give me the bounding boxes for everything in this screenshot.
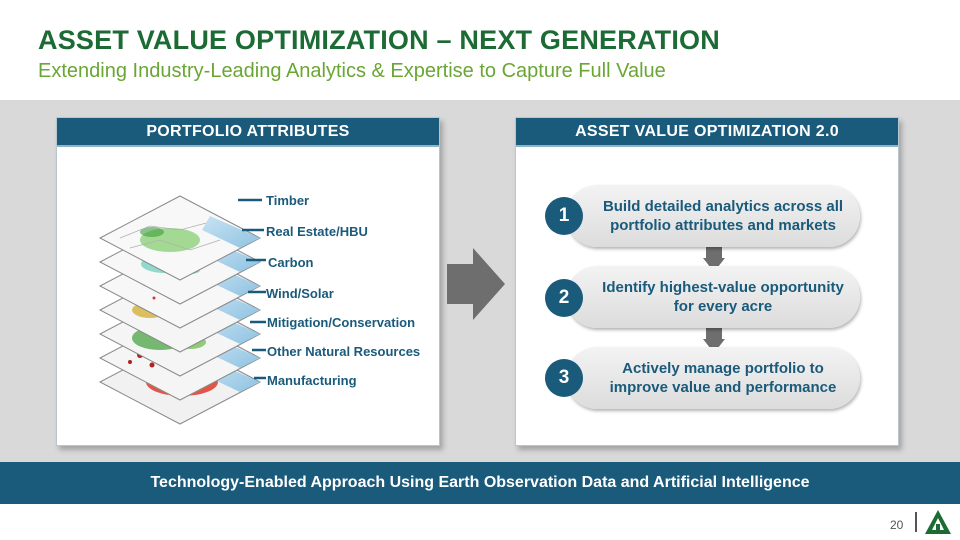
step-1-text: Build detailed analytics across all port… <box>602 198 844 234</box>
step-3-pill: Actively manage portfolio to improve val… <box>566 347 860 409</box>
portfolio-attributes-header: PORTFOLIO ATTRIBUTES <box>57 118 439 147</box>
page-number: 20 <box>890 518 904 532</box>
asset-value-optimization-header: ASSET VALUE OPTIMIZATION 2.0 <box>516 118 898 147</box>
layer-label-carbon: Carbon <box>268 255 314 270</box>
layer-label-timber: Timber <box>266 193 310 208</box>
footer-divider <box>915 512 917 532</box>
step-1-pill: Build detailed analytics across all port… <box>566 185 860 247</box>
step-3-text: Actively manage portfolio to improve val… <box>609 360 837 396</box>
layer-label-other-natural-resources: Other Natural Resources <box>267 344 421 359</box>
step-1-badge: 1 <box>545 197 583 235</box>
layer-label-wind-solar: Wind/Solar <box>266 286 334 301</box>
layer-label-manufacturing: Manufacturing <box>267 373 357 388</box>
step-3-badge: 3 <box>545 359 583 397</box>
footer-banner: Technology-Enabled Approach Using Earth … <box>0 462 960 504</box>
page-subtitle: Extending Industry-Leading Analytics & E… <box>38 60 666 82</box>
down-arrow-icon <box>703 327 725 353</box>
down-arrow-icon <box>703 246 725 272</box>
right-arrow-icon <box>447 248 505 320</box>
page-title: ASSET VALUE OPTIMIZATION – NEXT GENERATI… <box>38 25 720 55</box>
map-layer-timber <box>98 195 262 281</box>
layer-label-mitigation: Mitigation/Conservation <box>267 315 416 330</box>
step-2-pill: Identify highest-value opportunity for e… <box>566 266 860 328</box>
step-2-text: Identify highest-value opportunity for e… <box>602 279 844 315</box>
step-2-badge: 2 <box>545 279 583 317</box>
tree-logo-icon <box>925 510 951 534</box>
layered-maps-illustration <box>98 195 266 425</box>
layer-label-real-estate: Real Estate/HBU <box>266 224 368 239</box>
